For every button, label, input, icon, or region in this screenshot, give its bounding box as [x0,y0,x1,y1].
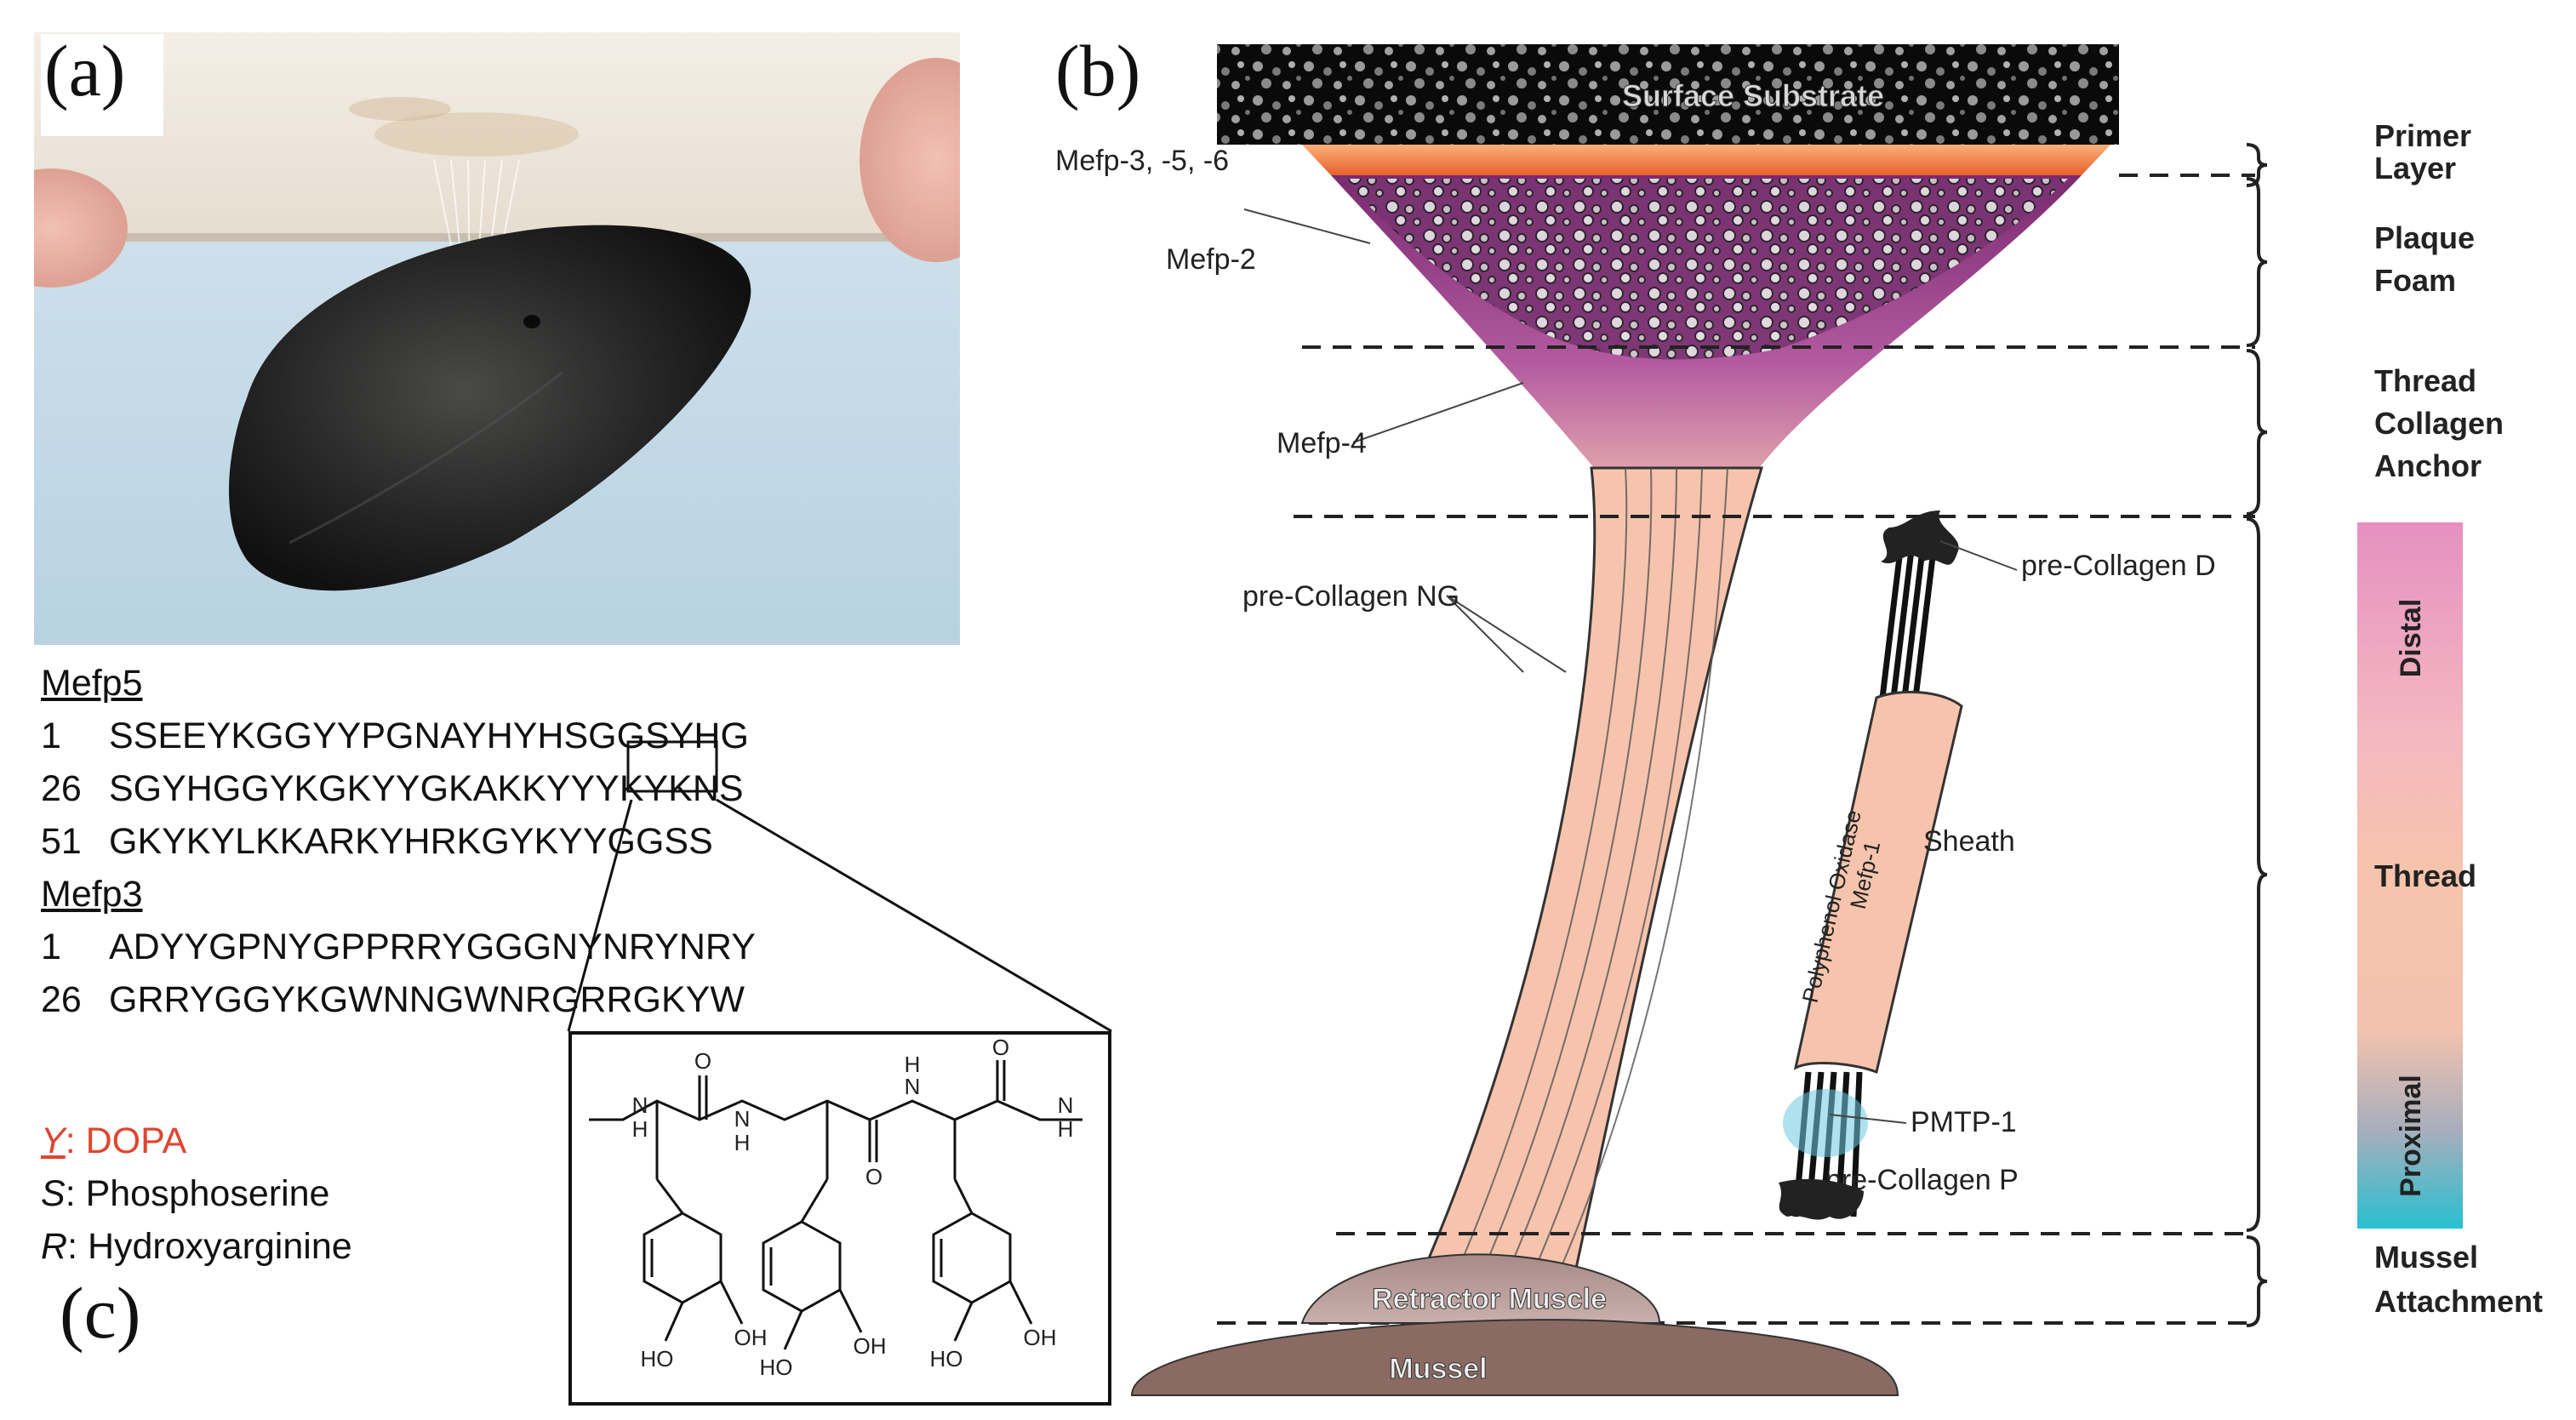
zoom-line-right [716,798,1112,1033]
label-mefp2: Mefp-2 [1166,243,1256,276]
precollagen-d-fibers [1879,535,1939,699]
atom-label: HO [760,1354,793,1380]
row-number: 51 [41,821,82,862]
zoom-line-left [567,799,633,1032]
atom-label: O [694,1048,711,1074]
region-dividers [1217,174,2255,1325]
panel-label-b: (b) [1055,30,1141,111]
label-precollagen-ng: pre-Collagen NG [1242,580,1459,613]
sequence-title-mefp3: Mefp3 [41,874,143,915]
atom-label: N [905,1074,921,1099]
sequence-row: 51 GKYKYLKKARKYHRKGYKYYGGSS [41,815,756,868]
legend-text: : Phosphoserine [65,1173,330,1214]
label-proximal: Proximal [2395,1075,2427,1197]
primer-layer [1302,145,2110,175]
panel-label-a: (a) [41,34,163,136]
sheath-thread [1779,510,1963,1220]
legend-dopa: Y: DOPA [41,1115,352,1167]
atom-label: N [632,1092,648,1118]
region-label: Collagen [2374,406,2504,441]
atom-label: H [905,1052,921,1077]
sequence-text: GRRYGGYKGWNNGWNRGRRGKYW [109,979,745,1020]
collagen-fibers [1454,467,1728,1277]
legend-hydroxyarginine: R: Hydroxyarginine [41,1220,352,1273]
legend: Y: DOPA S: Phosphoserine R: Hydroxyargin… [41,1115,352,1273]
byssus-diagram: Surface Substrate [1047,26,2576,1404]
region-label: Plaque [2374,220,2475,255]
mussel-body [1130,1319,1899,1396]
label-distal: Distal [2395,599,2427,678]
precollagen-d-head [1881,510,1959,565]
row-number: 26 [41,979,82,1020]
atom-label: H [734,1130,751,1155]
row-number: 26 [41,768,82,809]
region-label: Thread [2374,858,2476,893]
sequence-text: ADYYGPNYGPPRRYGGGNYNRYNRY [109,927,756,967]
zoom-callout [567,740,1112,1033]
distal-proximal-gradient-bar [2357,522,2463,1229]
sequence-title-mefp5: Mefp5 [41,663,143,704]
atom-label: N [1058,1092,1074,1118]
sequence-row: 1 ADYYGPNYGPPRRYGGGNYNRYNRY [41,921,756,973]
mussel-label: Mussel [1389,1353,1487,1385]
leader-lines [1243,208,2018,1124]
legend-key: S [41,1173,66,1214]
atom-label: N [734,1106,751,1132]
sheath-tube [1793,691,1963,1075]
atom-label: HO [641,1346,674,1372]
region-label: Thread [2374,363,2476,398]
label-precollagen-p: pre-Collagen P [1825,1164,2019,1196]
atom-label: O [865,1164,882,1189]
label-mefp356: Mefp-3, -5, -6 [1055,145,1229,177]
mussel-photo [34,32,960,645]
panel-label-c: (c) [60,1272,141,1354]
legend-phosphoserine: S: Phosphoserine [41,1167,352,1220]
sequence-row: 26 GRRYGGYKGWNNGWNRGRRGKYW [41,973,756,1026]
sequence-row: 26 SGYHGGYKGKYYGKAKKYYYKYKNS [41,762,756,815]
region-label: Mussel [2374,1240,2478,1275]
precollagen-p-tail [1779,1178,1864,1220]
atom-label: O [992,1035,1009,1060]
pmtp-region [1783,1089,1868,1157]
label-pmtp1: PMTP-1 [1911,1106,2017,1138]
retractor-muscle [1300,1253,1661,1324]
legend-text: : Hydroxyarginine [67,1226,352,1267]
surface-substrate [1217,44,2119,145]
label-precollagen-d: pre-Collagen D [2021,550,2216,582]
thread-stem [1419,466,1764,1278]
label-sheath: Sheath [1923,825,2015,858]
atom-label: HO [930,1346,963,1372]
legend-key: Y [41,1121,66,1161]
sequence-block: Mefp5 1 SSEEYKGGYYPGNAYHYHSGGSYHG 26 SGYHG… [41,657,756,1026]
highlight-box [626,740,718,793]
region-label: Anchor [2374,448,2482,483]
atom-label: OH [734,1325,768,1350]
sequence-row: 1 SSEEYKGGYYPGNAYHYHSGGSYHG [41,710,756,762]
atom-label: OH [1024,1325,1057,1350]
atom-label: OH [854,1333,887,1359]
row-number: 1 [41,716,61,756]
chemical-structure: N H O N H O N H O N H HO OH HO OH HO OH [589,1035,1082,1380]
region-label: Layer [2374,151,2456,185]
region-label: Foam [2374,263,2456,298]
chemical-structure-box: N H O N H O N H O N H HO OH HO OH HO OH [568,1031,1111,1406]
sequence-text: SGYHGGYKGKYYGKAKKYYYKYKNS [109,768,744,809]
region-braces [2246,143,2268,1327]
legend-text: : DOPA [65,1121,187,1161]
sequence-text: SSEEYKGGYYPGNAYHYHSGGSYHG [109,716,749,756]
legend-key: R [41,1226,68,1267]
surface-substrate-label: Surface Substrate [1622,78,1884,113]
atom-label: H [632,1116,648,1142]
region-label: Primer [2374,118,2471,153]
label-mefp4: Mefp-4 [1277,427,1367,459]
sequence-text: GKYKYLKKARKYHRKGYKYYGGSS [109,821,713,862]
row-number: 1 [41,927,61,967]
retractor-muscle-label: Retractor Muscle [1372,1283,1607,1315]
region-label: Attachment [2374,1284,2543,1319]
plaque-foam [1345,179,2068,360]
atom-label: H [1058,1116,1074,1142]
